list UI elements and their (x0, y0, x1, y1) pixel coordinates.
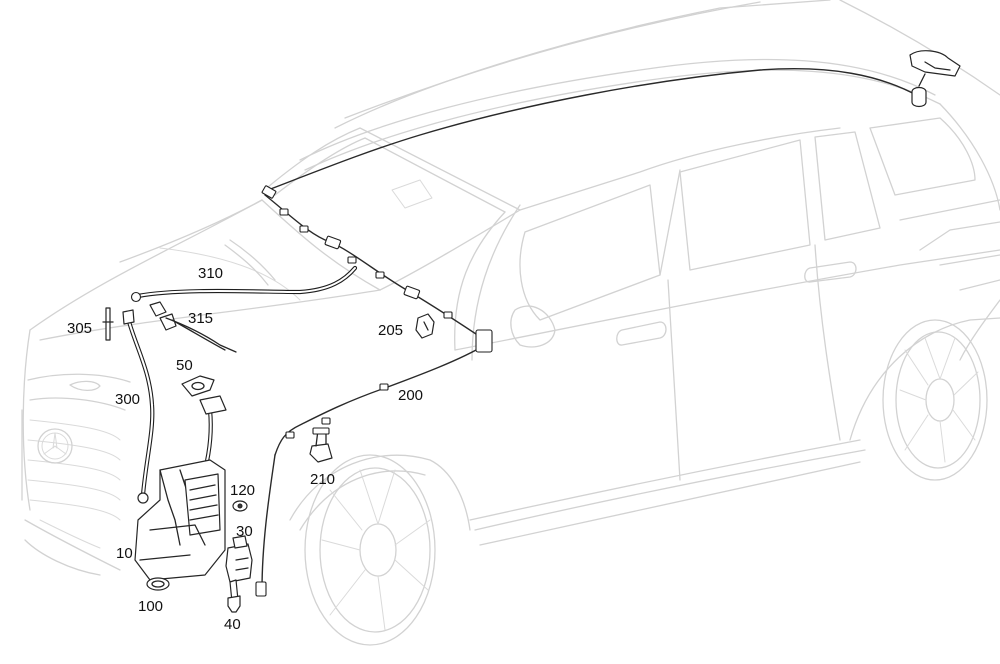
callout-210: 210 (310, 471, 335, 488)
part-120-grommet (232, 500, 248, 512)
part-100-grommet (146, 577, 170, 591)
part-30-pump (225, 535, 253, 603)
callout-labels: 310 305 315 205 50 300 200 210 120 30 10… (67, 265, 423, 633)
callout-310: 310 (198, 265, 223, 282)
part-210-holder (309, 427, 333, 463)
front-emblem (37, 428, 73, 464)
front-wheel (304, 454, 436, 646)
part-305-strip (102, 307, 114, 341)
part-315-nozzle (149, 301, 237, 353)
callout-315: 315 (188, 310, 213, 327)
rear-wheel (882, 319, 988, 481)
rear-jet-assembly (909, 50, 961, 108)
hose-clips (255, 185, 493, 597)
callout-30: 30 (236, 523, 253, 540)
part-205-connector (415, 313, 435, 339)
hose-200 (261, 68, 919, 591)
part-50-plate (181, 375, 215, 397)
callout-40: 40 (224, 616, 241, 633)
callout-50: 50 (176, 357, 193, 374)
part-10-reservoir (134, 395, 227, 581)
callout-200: 200 (398, 387, 423, 404)
callout-305: 305 (67, 320, 92, 337)
callout-300: 300 (115, 391, 140, 408)
callout-10: 10 (116, 545, 133, 562)
hose-300 (122, 309, 155, 504)
callout-100: 100 (138, 598, 163, 615)
hose-310 (130, 265, 358, 303)
callout-205: 205 (378, 322, 403, 339)
callout-120: 120 (230, 482, 255, 499)
part-40-fastener (227, 595, 241, 613)
vehicle-outline (21, 0, 1000, 646)
